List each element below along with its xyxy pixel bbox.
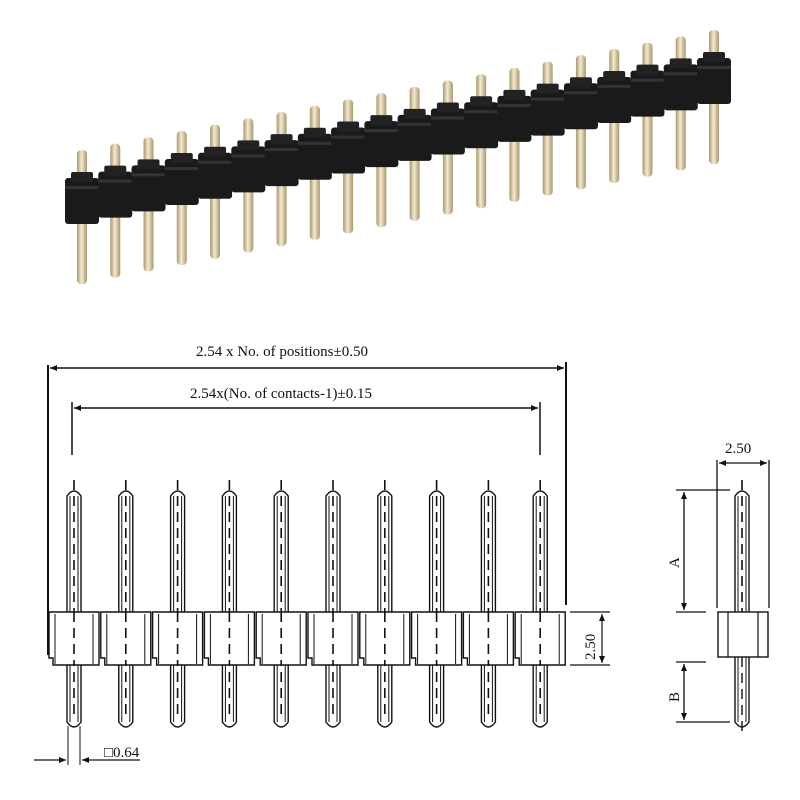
side-width-label: 2.50 xyxy=(725,441,752,457)
photo-pin xyxy=(563,55,598,190)
side-dim-a-label: A xyxy=(667,557,683,568)
photo-pin xyxy=(331,99,366,234)
pin-header-photo xyxy=(65,30,731,284)
photo-pin xyxy=(264,112,299,247)
photo-pin xyxy=(364,93,399,228)
photo-pin xyxy=(198,124,233,259)
photo-pin xyxy=(397,86,432,221)
side-dim-b-label: B xyxy=(667,691,683,702)
dim-pin-square-label: □0.64 xyxy=(104,745,140,761)
photo-pin xyxy=(98,143,133,278)
photo-pin xyxy=(297,105,332,240)
photo-pin xyxy=(131,137,166,272)
photo-pin xyxy=(164,131,199,266)
dim-pitch-span-label: 2.54x(No. of contacts-1)±0.15 xyxy=(190,386,372,402)
photo-pin xyxy=(663,36,698,171)
dim-housing-height-label: 2.50 xyxy=(583,633,599,660)
photo-pin xyxy=(697,30,731,164)
dim-overall-label: 2.54 x No. of positions±0.50 xyxy=(196,344,368,360)
photo-pin xyxy=(231,118,266,253)
photo-pin xyxy=(530,61,565,196)
photo-pin xyxy=(430,80,465,215)
photo-pin xyxy=(497,67,532,202)
photo-pin xyxy=(630,42,665,177)
photo-pin xyxy=(464,74,499,209)
photo-pin xyxy=(597,48,632,183)
photo-pin xyxy=(65,150,99,284)
